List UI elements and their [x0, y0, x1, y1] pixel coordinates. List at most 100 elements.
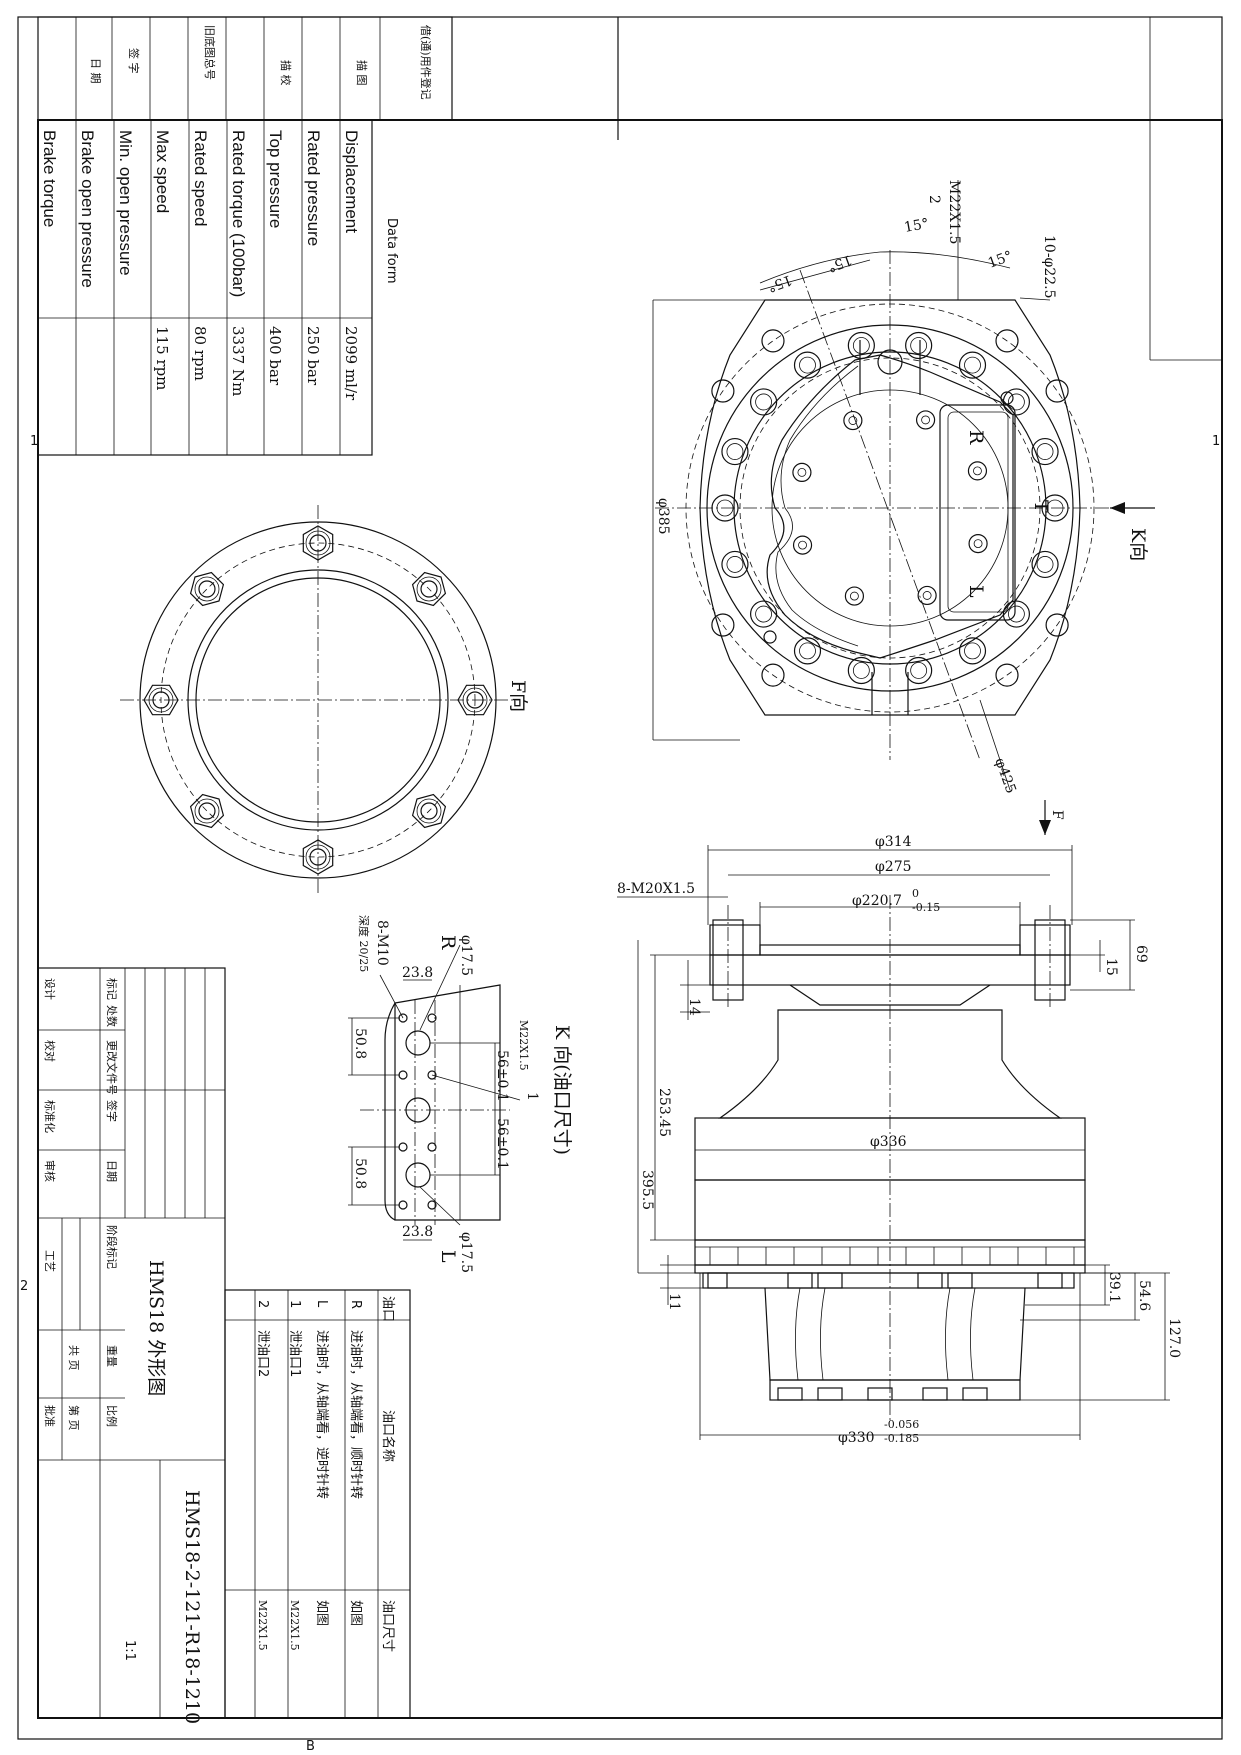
socket-bolt	[711, 494, 739, 522]
tb-cell-6: 标准化	[43, 1100, 57, 1133]
k-view-title: K 向(油口尺寸)	[551, 1025, 573, 1155]
k-dim-d175a: φ17.5	[458, 935, 474, 976]
port-name-0: 进油时，从轴端看，顺时针转	[348, 1330, 364, 1499]
inner-bolt-center	[973, 539, 983, 548]
under-bolt	[702, 1272, 728, 1289]
socket-bolt-inner	[852, 662, 870, 679]
dim-d220: φ220.7	[852, 893, 902, 909]
socket-bolt-inner	[910, 337, 928, 354]
tb-cell-3: 签字	[105, 1100, 119, 1122]
dim-h253: 253.45	[656, 1088, 672, 1137]
hex-bolt-hole	[466, 691, 484, 709]
inner-bolt	[917, 585, 937, 606]
hex-bolt-ring	[462, 687, 488, 713]
k-view: 50.8 50.8 23.8 23.8 56±0.1 56±0.1 M22X1.…	[348, 915, 573, 1273]
port-code-2: 1	[287, 1300, 302, 1308]
tb-cell-15: 第 页	[67, 1405, 81, 1431]
hex-bolt	[189, 571, 225, 607]
socket-bolt-inner	[755, 393, 773, 411]
mount-hole	[1045, 379, 1069, 403]
port-code-3: 2	[255, 1300, 270, 1308]
tb-cell-4: 日期	[105, 1160, 118, 1182]
tb-cell-12: 重量	[105, 1345, 119, 1367]
shaft-nut	[817, 1387, 843, 1401]
rev-label-3: 旧底图总号	[203, 25, 217, 80]
hex-bolt	[302, 839, 334, 875]
port-header-code: 油口	[380, 1296, 395, 1322]
data-label-1: Rated pressure	[304, 130, 323, 246]
k-port-r: R	[437, 935, 459, 950]
hex-bolt-ring	[194, 798, 220, 824]
hex-bolt	[457, 684, 493, 716]
port-size-3: M22X1.5	[256, 1600, 269, 1651]
hex-bolt-ring	[305, 530, 331, 556]
hex-bolt-hole	[309, 848, 327, 866]
inner-bolt-center	[922, 591, 932, 600]
tb-cell-14: 共 页	[67, 1345, 80, 1371]
port-r: R	[965, 430, 987, 445]
socket-bolt	[1041, 494, 1069, 522]
title-block: 标记 处数 更改文件号 签字 日期 设计 标准化 校对 审核 工艺 批准 阶段标…	[37, 967, 226, 1724]
dim-thread-top: M22X1.5	[946, 180, 962, 244]
dim-holes: 10-φ22.5	[1041, 235, 1057, 299]
hex-bolt-ring	[194, 576, 220, 602]
shaft-spoke	[945, 1287, 951, 1381]
side-view: φ314 φ275 φ220.7 0 -0.15 8-M20X1.5 69 15…	[617, 834, 1182, 1446]
inner-bolt-center	[973, 466, 982, 476]
mount-hole	[711, 613, 735, 637]
dim-h11: 11	[666, 1293, 682, 1311]
hex-bolt-hole	[420, 580, 438, 598]
data-form-title: Data form	[384, 218, 399, 283]
view-k-label: K向	[1127, 528, 1149, 561]
dim-d220-lo: -0.15	[912, 901, 940, 914]
socket-bolt-inner	[799, 356, 816, 374]
socket-bolt	[793, 637, 822, 665]
k-dim-h508b: 50.8	[352, 1158, 368, 1189]
drawing-scale: 1:1	[122, 1640, 137, 1661]
rev-label-5: 日 期	[89, 58, 102, 84]
dim-dia-385: φ385	[655, 498, 671, 535]
mount-hole	[1045, 613, 1069, 637]
shaft-spoke	[820, 1287, 826, 1381]
k-dim-one: 1	[524, 1092, 540, 1101]
shaft-spoke	[795, 1287, 801, 1381]
tb-cell-2: 更改文件号	[105, 1040, 119, 1095]
mount-hole	[995, 663, 1019, 687]
port-name-3: 泄油口2	[255, 1330, 270, 1377]
socket-bolt-inner	[1036, 556, 1054, 573]
dim-d220-up: 0	[912, 887, 919, 900]
hex-bolt-ring	[416, 576, 442, 602]
hex-bolt-ring	[416, 798, 442, 824]
shaft-nut	[777, 1387, 803, 1401]
dim-port-number: 2	[926, 195, 942, 204]
tb-cell-5: 设计	[43, 978, 56, 1000]
socket-bolt-inner	[852, 337, 870, 354]
zone-mark-left-2: 2	[20, 1279, 28, 1294]
drawing-title: HMS18 外形图	[145, 1260, 167, 1396]
f-view-label: F向	[507, 680, 529, 712]
port-code-0: R	[348, 1300, 363, 1309]
port-code-1: L	[314, 1300, 329, 1308]
hex-bolt	[302, 525, 334, 561]
inner-bolt	[915, 410, 936, 430]
data-label-2: Top pressure	[266, 130, 285, 228]
dim-h54: 54.6	[1136, 1280, 1152, 1311]
socket-bolt-inner	[964, 356, 981, 374]
shaft-spoke	[970, 1287, 976, 1381]
data-value-3: 3337 Nm	[229, 326, 247, 396]
dim-bolts: 8-M20X1.5	[617, 881, 695, 897]
hex-bolt-ring	[148, 687, 174, 713]
shaft-nut	[962, 1387, 988, 1401]
k-dim-s56b: 56±0.1	[494, 1118, 510, 1170]
socket-bolt	[958, 637, 987, 665]
data-value-4: 80 rpm	[191, 326, 209, 381]
socket-bolt-inner	[799, 642, 816, 660]
view-f-label: F	[1049, 810, 1065, 820]
data-label-5: Max speed	[153, 130, 172, 213]
inner-bolt-center	[848, 416, 858, 425]
mount-hole	[711, 379, 735, 403]
socket-bolt-inner	[726, 556, 744, 573]
k-dim-m22: M22X1.5	[517, 1020, 530, 1071]
revision-table: 借(通)用件登记 描 图 描 校 旧底图总号 签 字 日 期	[37, 16, 453, 121]
socket-bolt	[1031, 437, 1059, 466]
